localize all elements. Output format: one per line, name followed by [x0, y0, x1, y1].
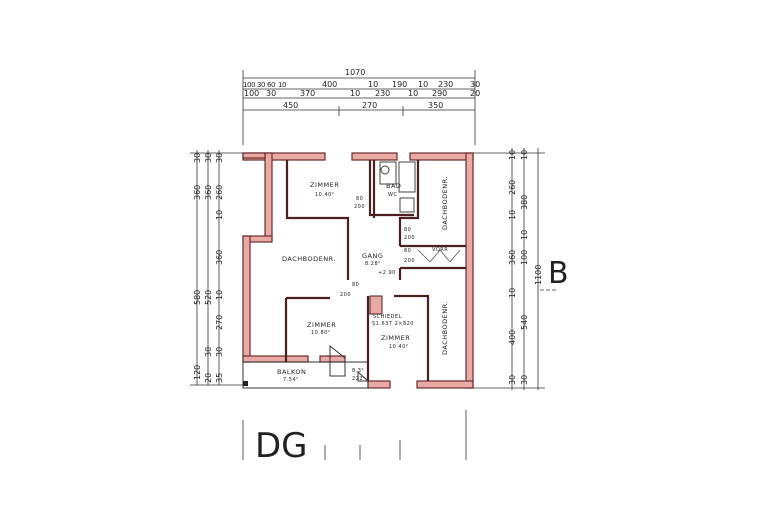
dim: 260: [508, 180, 517, 195]
top-dimensions: 1070 100 30 60 10 400 10 190 10 230 30 1…: [242, 68, 480, 145]
dim: 370: [300, 89, 315, 98]
dim: 120: [193, 365, 202, 380]
door-mark: 200: [404, 258, 415, 264]
schiedel-spec: S1.637 2×820: [372, 321, 414, 327]
interior-walls: [284, 160, 466, 382]
dim: 100: [244, 89, 259, 98]
dim: 60: [267, 81, 275, 89]
dim: 190: [392, 80, 407, 89]
right-dimensions: 10 10 260 380 10 360 10 100 10 1100 400 …: [470, 148, 545, 390]
dim: 10: [520, 230, 529, 240]
door-mark: 80: [404, 227, 411, 233]
dim: 520: [204, 290, 213, 305]
door-marks: 80 200 80 200 80 200 80 200 8.3² 222 +2.…: [340, 196, 415, 382]
dim: 20: [204, 373, 213, 383]
dim: 360: [508, 250, 517, 265]
room-bad-wc: WC: [388, 192, 397, 198]
room-gang-area: 8.28²: [365, 261, 381, 267]
room-gang: GANG: [362, 252, 383, 260]
floor-label: DG: [255, 426, 308, 466]
dim: 10: [508, 210, 517, 220]
door-mark: 80: [352, 282, 359, 288]
door-mark: 200: [404, 235, 415, 241]
door-mark: 222: [352, 376, 363, 382]
dim: 580: [193, 290, 202, 305]
dim: 30: [215, 153, 224, 163]
door-mark: 200: [354, 204, 365, 210]
dim: 10: [418, 80, 428, 89]
dim: 10: [278, 81, 286, 89]
dim: 30: [204, 347, 213, 357]
room-bad: BAD: [386, 182, 401, 190]
room-zimmer-2: ZIMMER: [307, 321, 336, 329]
room-balkon: BALKON: [277, 368, 306, 376]
dim: 10: [408, 89, 418, 98]
room-dachbodenr-2: DACHBODENR.: [282, 255, 336, 263]
dim: 230: [438, 80, 453, 89]
room-dachbodenr-1: DACHBODENR.: [441, 176, 449, 230]
room-zimmer-2-area: 10.80²: [311, 330, 330, 336]
dim: 400: [322, 80, 337, 89]
room-zimmer-1-area: 10.40²: [315, 192, 334, 198]
level-mark: +2.90: [378, 270, 396, 276]
room-vorr: VORR: [432, 247, 448, 253]
dim: 10: [350, 89, 360, 98]
exterior-walls: [242, 152, 474, 389]
dim: 270: [362, 101, 377, 110]
dim: 30: [193, 153, 202, 163]
dim: 10: [215, 210, 224, 220]
dim: 30: [520, 375, 529, 385]
dim: 30: [257, 81, 265, 89]
dim: 1100: [534, 265, 543, 285]
dim: 10: [368, 80, 378, 89]
dim: 450: [283, 101, 298, 110]
dim: 360: [204, 185, 213, 200]
dim: 35: [215, 373, 224, 383]
dim: 350: [428, 101, 443, 110]
dim: 30: [266, 89, 276, 98]
dim: 360: [215, 250, 224, 265]
dim: 260: [215, 185, 224, 200]
room-zimmer-1: ZIMMER: [310, 181, 339, 189]
schiedel-label: SCHIEDEL: [373, 314, 402, 320]
section-marker: B: [540, 256, 569, 291]
dim: 10: [508, 150, 517, 160]
dim: 360: [193, 185, 202, 200]
door-mark: 200: [340, 292, 351, 298]
room-balkon-area: 7.54²: [283, 377, 299, 383]
dim: 10: [508, 288, 517, 298]
dim: 30: [470, 80, 480, 89]
dim: 30: [215, 347, 224, 357]
room-zimmer-3-area: 10.40²: [389, 344, 408, 350]
door-mark: 8.3²: [352, 368, 364, 374]
dim: 380: [520, 195, 529, 210]
dim: 30: [204, 153, 213, 163]
dim: 230: [375, 89, 390, 98]
dim: 540: [520, 315, 529, 330]
dim: 290: [432, 89, 447, 98]
dim-overall: 1070: [345, 68, 365, 77]
dim: 10: [520, 150, 529, 160]
room-labels: ZIMMER 10.40² BAD WC DACHBODENR. DACHBOD…: [277, 176, 449, 383]
dim: 20: [470, 89, 480, 98]
room-zimmer-3: ZIMMER: [381, 334, 410, 342]
dim: 270: [215, 315, 224, 330]
dim: 100: [520, 250, 529, 265]
dim: 100: [243, 81, 255, 89]
left-dimensions: 30 30 30 360 360 260 10 580 520 360 10 2…: [190, 150, 245, 386]
room-dachbodenr-3: DACHBODENR.: [441, 301, 449, 355]
section-label: B: [548, 256, 569, 291]
dim: 400: [508, 330, 517, 345]
door-mark: 80: [404, 248, 411, 254]
door-mark: 80: [356, 196, 363, 202]
floor-label-area: DG: [242, 410, 467, 466]
dim: 10: [215, 290, 224, 300]
dim: 30: [508, 375, 517, 385]
